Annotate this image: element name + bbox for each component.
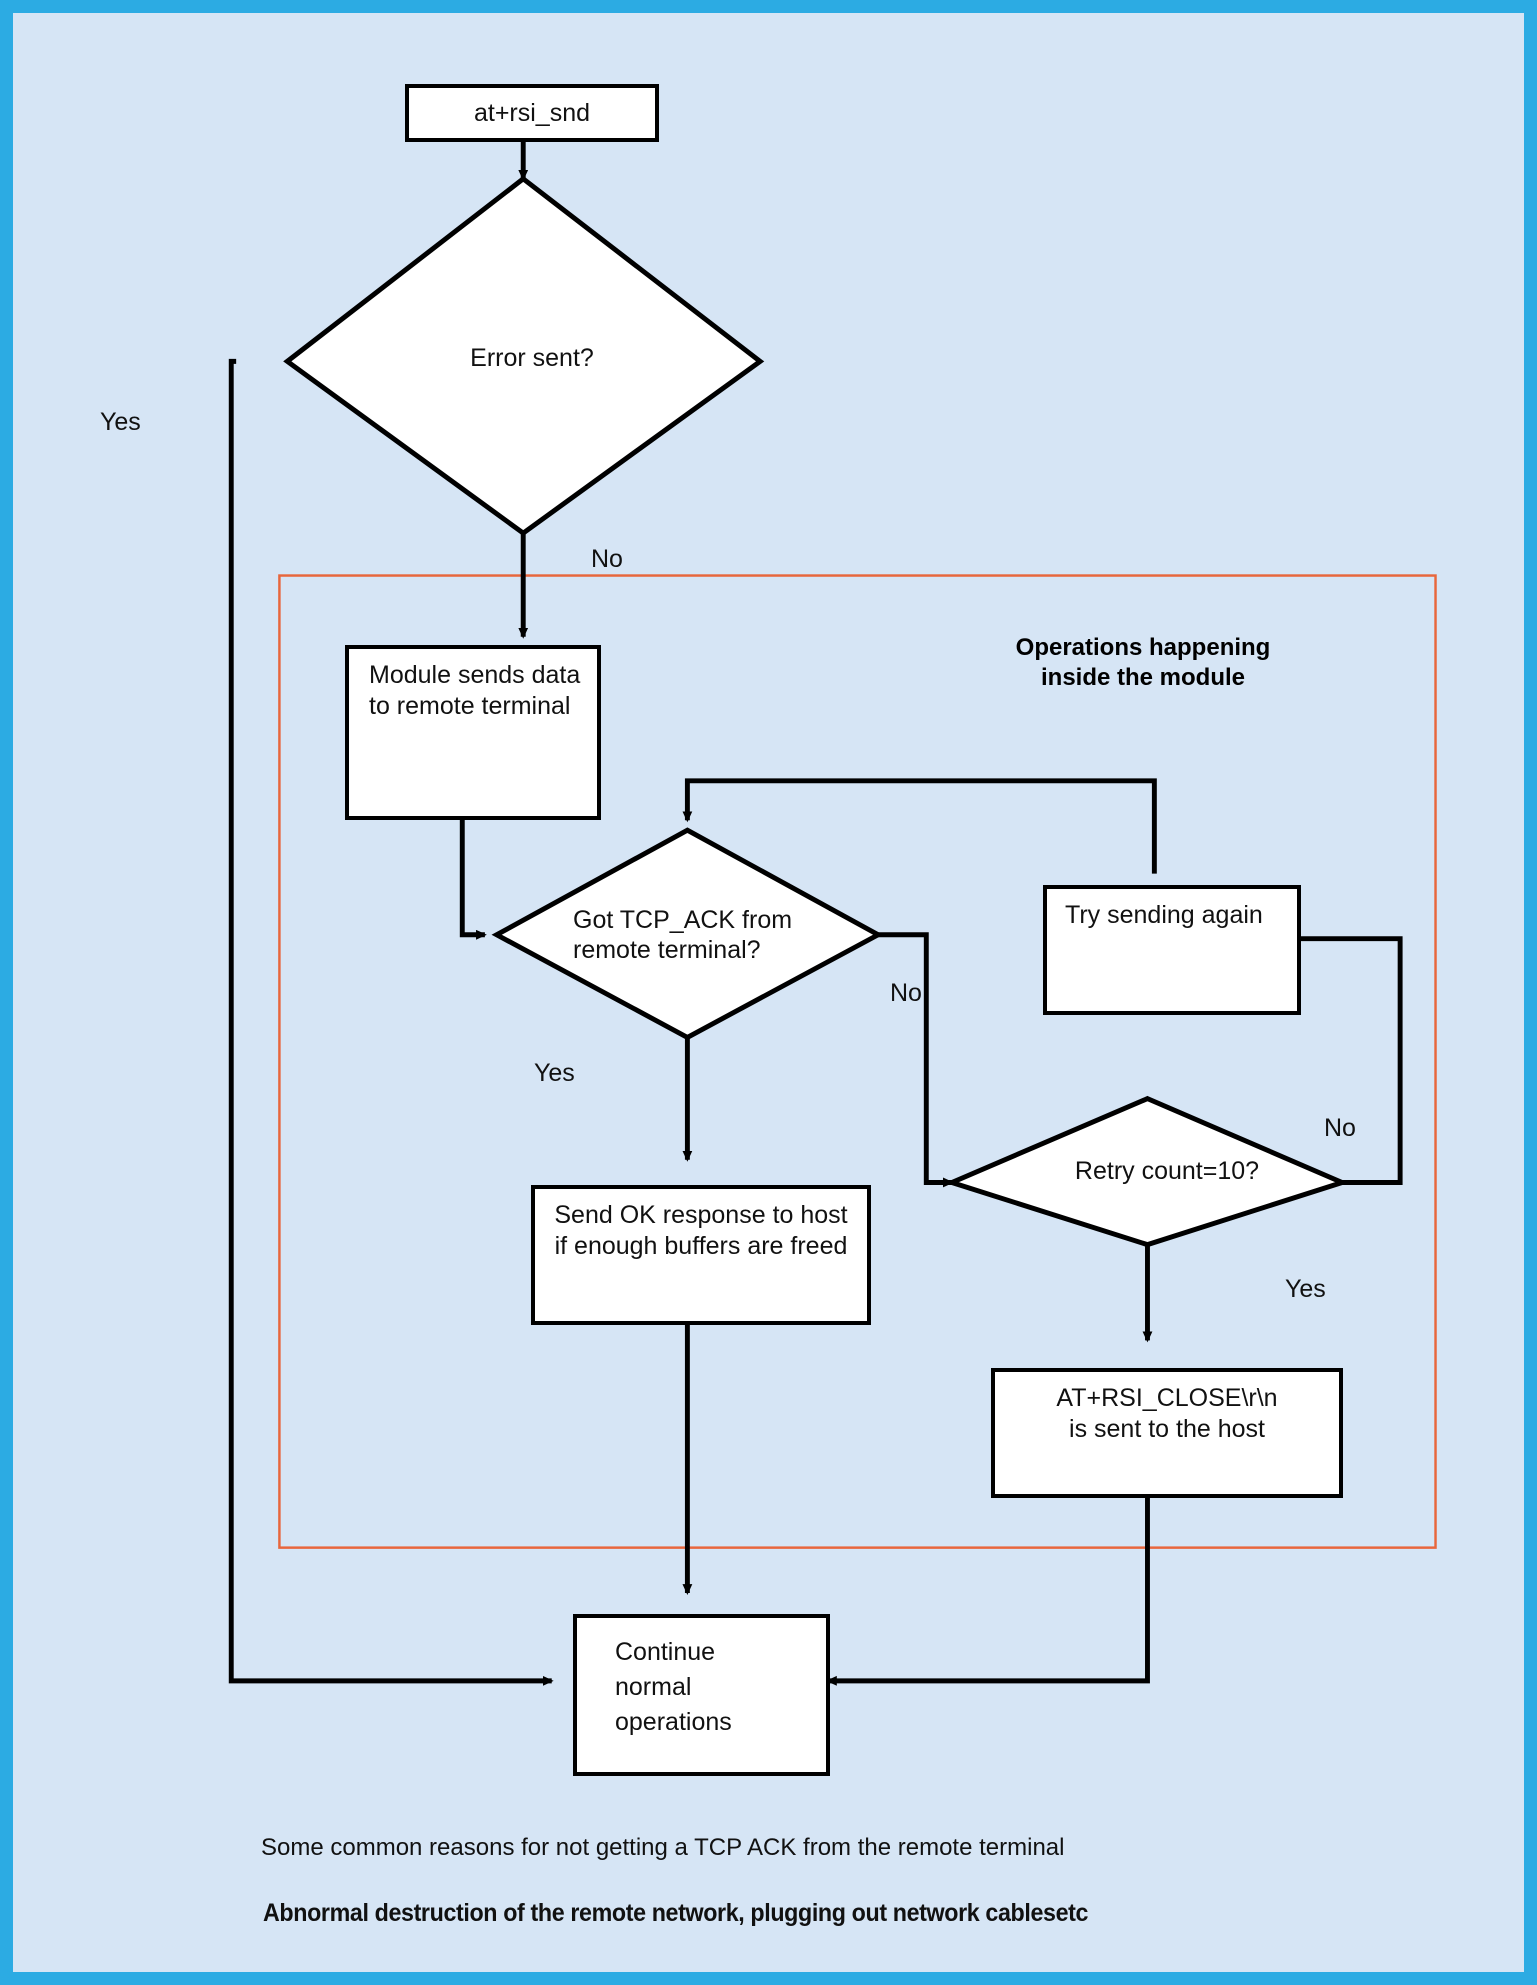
edge-label-ack-no: No (890, 979, 922, 1007)
node-start-label: at+rsi_snd (473, 99, 591, 127)
node-module-sends-data-label: Module sends data to remote terminal (369, 661, 581, 720)
node-start[interactable]: at+rsi_snd (405, 84, 659, 142)
footnote-line-1: Some common reasons for not getting a TC… (261, 1834, 1065, 1861)
edge-label-error-no: No (591, 545, 623, 573)
edge-label-retry-no: No (1324, 1114, 1356, 1142)
flowchart-connector-layer (228, 140, 1437, 1686)
edge-module-to-ack (459, 809, 487, 940)
node-at-rsi-close[interactable]: AT+RSI_CLOSE\r\n is sent to the host (991, 1368, 1343, 1498)
node-continue-normal-operations-label: Continue normal operations (615, 1638, 732, 1736)
node-try-sending-again-label: Try sending again (1065, 901, 1263, 929)
edge-tryagain-to-ack (682, 778, 1157, 874)
footnote-line-2: Abnormal destruction of the remote netwo… (263, 1899, 1089, 1927)
edge-close-to-continue (826, 1478, 1150, 1686)
node-send-ok-response[interactable]: Send OK response to host if enough buffe… (531, 1185, 871, 1325)
module-group-box (278, 574, 1437, 1549)
node-continue-normal-operations[interactable]: Continue normal operations (573, 1614, 830, 1776)
decision-error-sent (283, 175, 765, 537)
decision-retry-count (944, 1095, 1350, 1248)
decision-got-ack (491, 827, 884, 1041)
node-try-sending-again[interactable]: Try sending again (1043, 885, 1301, 1015)
node-module-sends-data[interactable]: Module sends data to remote terminal (345, 645, 601, 820)
module-group-title: Operations happening inside the module (1015, 634, 1271, 691)
edge-label-retry-yes: Yes (1285, 1275, 1326, 1303)
edge-ack-no-to-retry (878, 932, 954, 1188)
edge-retry-no-to-tryagain (1287, 933, 1403, 1185)
node-send-ok-response-label: Send OK response to host if enough buffe… (554, 1201, 848, 1260)
node-at-rsi-close-label: AT+RSI_CLOSE\r\n is sent to the host (1056, 1384, 1278, 1443)
edge-error-yes-to-continue (228, 358, 554, 1686)
edge-label-ack-yes: Yes (534, 1059, 575, 1087)
edge-label-error-yes: Yes (100, 408, 141, 436)
